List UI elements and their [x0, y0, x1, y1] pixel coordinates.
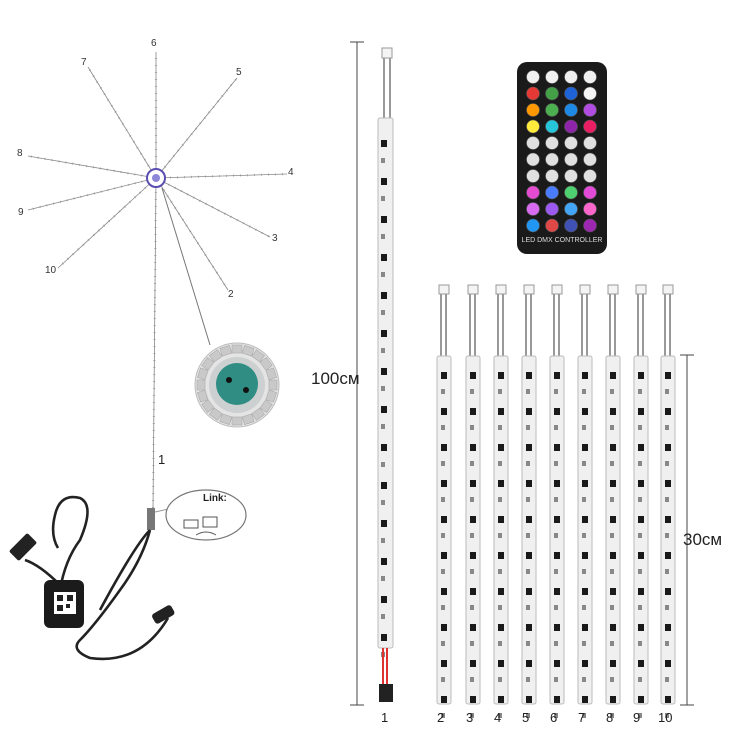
ray-label-2: 2 [228, 289, 234, 300]
ray-label-10: 10 [45, 265, 57, 276]
ray-label-4: 4 [288, 167, 294, 178]
main-ray-label: 1 [158, 452, 166, 467]
strip-number-1: 1 [381, 710, 389, 725]
strip-number-7: 7 [578, 710, 586, 725]
strip-number-10: 10 [658, 710, 673, 725]
ray-label-6: 6 [151, 38, 157, 49]
usb-plug [9, 533, 37, 561]
starburst-rays [27, 52, 288, 511]
ray-label-9: 9 [18, 207, 24, 218]
strip-number-2: 2 [437, 710, 445, 725]
hub-connector [194, 342, 280, 428]
short-strips [436, 284, 676, 718]
ray-label-8: 8 [17, 148, 23, 159]
ray-label-3: 3 [272, 233, 278, 244]
strip-number-5: 5 [522, 710, 530, 725]
strip-number-6: 6 [550, 710, 558, 725]
long-strip [377, 47, 394, 702]
ray-label-7: 7 [81, 57, 87, 68]
remote-control [517, 62, 607, 254]
long-strip-length: 100см [311, 369, 360, 388]
dc-plug [152, 605, 175, 624]
remote-label: LED DMX CONTROLLER [521, 237, 603, 244]
strip-number-3: 3 [466, 710, 474, 725]
strip-number-9: 9 [633, 710, 641, 725]
short-strip-length: 30см [683, 530, 723, 549]
link-label: Link: [203, 493, 227, 504]
strip-number-4: 4 [494, 710, 502, 725]
ray-label-5: 5 [236, 67, 242, 78]
strip-number-8: 8 [606, 710, 614, 725]
